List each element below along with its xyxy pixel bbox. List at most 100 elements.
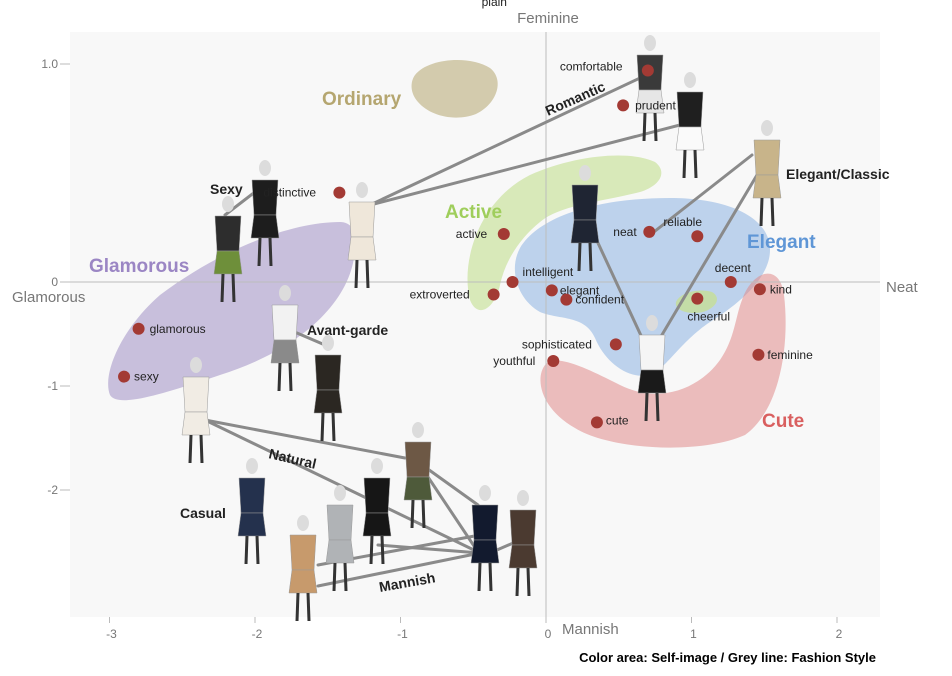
figure-top: [182, 376, 210, 413]
figure-leg: [421, 499, 426, 529]
figure-bottom: [675, 126, 705, 151]
figure-bottom: [508, 544, 538, 569]
figure-top: [471, 504, 499, 541]
mannish-line-c: [376, 543, 482, 555]
figure-head: [190, 357, 202, 373]
data-point: [506, 276, 519, 288]
figure-leg: [268, 237, 273, 267]
figure-head: [322, 335, 334, 351]
fashion-figure: [362, 458, 392, 565]
figure-leg: [693, 149, 698, 179]
figure-leg: [199, 434, 204, 464]
point-label: distinctive: [263, 186, 316, 200]
data-point: [643, 225, 656, 238]
figure-leg: [231, 273, 236, 303]
natural-line-a: [203, 418, 407, 460]
x-tick-label: 2: [836, 627, 843, 641]
figure-leg: [770, 197, 775, 227]
area-label-active: Active: [445, 202, 502, 223]
figure-bottom: [347, 236, 377, 261]
style-label-elegant-classic: Elegant/Classic: [786, 166, 890, 182]
y-tick-label: 0: [51, 275, 58, 289]
figure-top: [326, 504, 354, 541]
fashion-figure: [675, 72, 705, 179]
point-label: glamorous: [150, 322, 206, 336]
figure-leg: [588, 242, 593, 272]
figure-top: [363, 477, 391, 514]
area-label-elegant: Elegant: [747, 232, 816, 253]
y-ticks: 1.51.00-1-2: [41, 57, 70, 497]
x-tick-label: -3: [106, 627, 117, 641]
figure-bottom: [362, 512, 392, 537]
x-tick-label: -1: [397, 627, 408, 641]
figure-leg: [526, 567, 531, 597]
figure-leg: [244, 535, 249, 565]
figure-top: [348, 201, 376, 238]
fashion-figure: [270, 285, 300, 392]
axis-name-top: Feminine: [517, 10, 579, 27]
fashion-figure: [181, 357, 211, 464]
fashion-figure: [752, 120, 782, 227]
figure-head: [246, 458, 258, 474]
data-point: [132, 322, 145, 335]
area-labels: Ordinary Active Glamorous Elegant Cute: [89, 89, 816, 432]
elegant-classic-line-a: [648, 153, 754, 237]
data-point: [118, 370, 131, 383]
figure-bottom: [403, 476, 433, 501]
fashion-figure: [347, 182, 377, 289]
figure-head: [334, 485, 346, 501]
figure-top: [753, 139, 781, 176]
style-label-avant-garde: Avant-garde: [307, 322, 388, 338]
figure-top: [314, 354, 342, 391]
point-label: comfortable: [560, 60, 623, 74]
figure-bottom: [270, 339, 300, 364]
figure-head: [297, 515, 309, 531]
data-point: [753, 283, 766, 296]
figure-head: [222, 196, 234, 212]
point-label: sexy: [134, 370, 159, 384]
area-label-ordinary: Ordinary: [322, 89, 402, 110]
area-cute: [540, 273, 786, 448]
fashion-figure: [213, 196, 243, 303]
figure-leg: [295, 592, 300, 622]
figure-top: [271, 304, 299, 341]
figure-leg: [655, 392, 660, 422]
y-tick-label: 1.0: [41, 57, 58, 71]
figure-leg: [288, 362, 293, 392]
figure-leg: [410, 499, 415, 529]
axis-name-left: Glamorous: [12, 289, 85, 306]
data-point: [617, 99, 630, 112]
point-label: extroverted: [410, 287, 470, 301]
fashion-figure: [508, 490, 538, 597]
area-active: [467, 155, 662, 311]
point-label: kind: [770, 282, 792, 296]
figure-leg: [306, 592, 311, 622]
area-glamorous: [108, 222, 356, 401]
fashion-figure: [250, 160, 280, 267]
point-label: intelligent: [523, 265, 574, 279]
figure-top: [214, 215, 242, 252]
fashion-figure: [570, 165, 600, 272]
figure-leg: [577, 242, 582, 272]
figure-leg: [320, 412, 325, 442]
point-label: prudent: [635, 98, 676, 112]
y-tick-label: -1: [47, 379, 58, 393]
style-label-sexy: Sexy: [210, 181, 243, 197]
figure-top: [509, 509, 537, 546]
fashion-figures: [181, 35, 782, 622]
data-point: [590, 416, 603, 429]
point-label: cheerful: [687, 310, 730, 324]
fashion-figure: [635, 35, 665, 142]
point-label: decent: [715, 261, 752, 275]
figure-leg: [642, 112, 647, 142]
romantic-line-a: [368, 76, 642, 207]
figure-bottom: [250, 214, 280, 239]
axis-name-bottom: Mannish: [562, 621, 619, 638]
figure-leg: [188, 434, 193, 464]
data-point: [609, 338, 622, 351]
fashion-figure: [288, 515, 318, 622]
legend-caption: Color area: Self-image / Grey line: Fash…: [579, 650, 876, 665]
figure-leg: [644, 392, 649, 422]
figure-leg: [331, 412, 336, 442]
